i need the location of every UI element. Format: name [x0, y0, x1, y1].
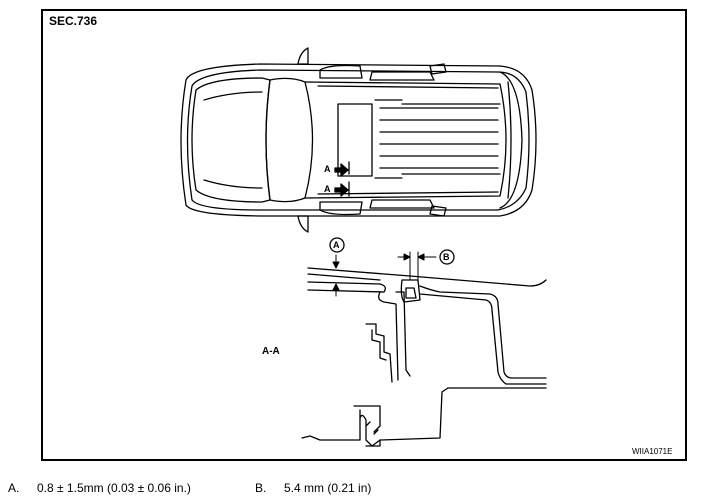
dimension-a — [332, 254, 340, 297]
callout-b-circle — [439, 249, 455, 265]
dimension-b — [397, 251, 437, 281]
callout-a-label: A — [333, 240, 340, 250]
callout-a-circle — [329, 237, 345, 253]
section-view-label: A-A — [262, 346, 280, 357]
diagram-frame — [41, 9, 687, 461]
legend-text-a: 0.8 ± 1.5mm (0.03 ± 0.06 in.) — [37, 481, 191, 495]
section-arrow-upper — [334, 163, 349, 177]
section-view-a-a — [301, 267, 547, 447]
legend-text-b: 5.4 mm (0.21 in) — [284, 481, 372, 495]
arrow-label-upper: A — [324, 164, 331, 174]
callout-b-label: B — [443, 252, 450, 262]
figure-code: WIIA1071E — [632, 447, 673, 456]
legend-key-a: A. — [8, 481, 20, 495]
arrow-label-lower: A — [324, 184, 331, 194]
legend-key-b: B. — [255, 481, 267, 495]
car-top-view — [180, 47, 537, 233]
section-number: SEC.736 — [49, 14, 98, 28]
section-arrow-lower — [334, 183, 349, 197]
